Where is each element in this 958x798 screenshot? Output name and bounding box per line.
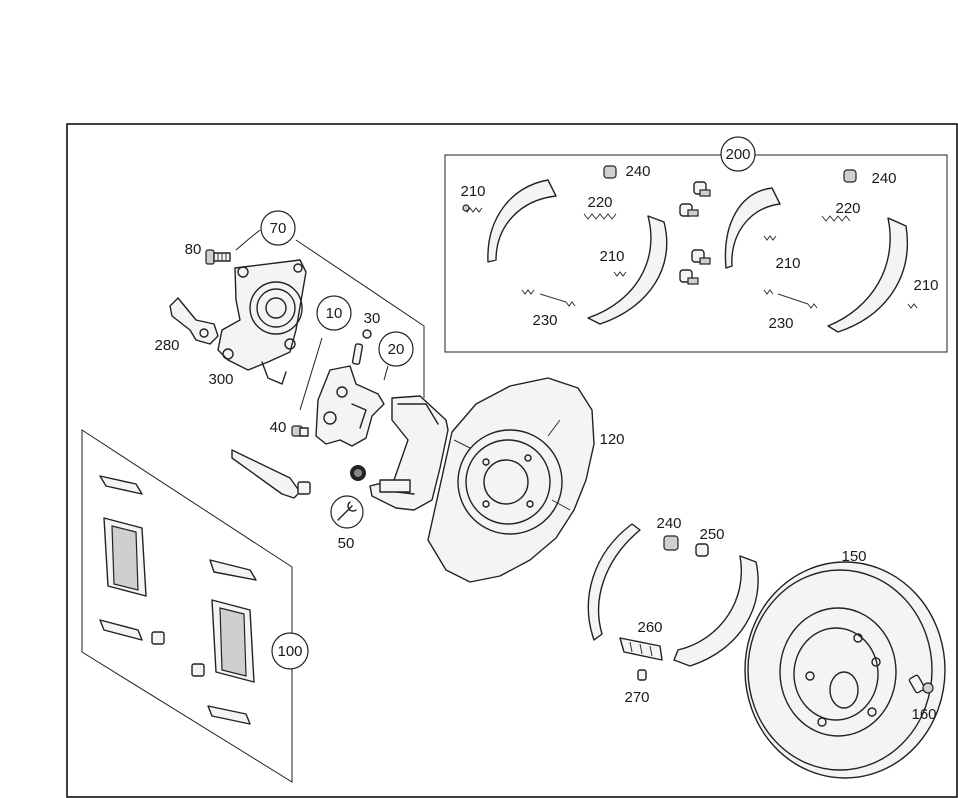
bolt-200-4 (679, 269, 699, 285)
wrench-icon (330, 495, 364, 529)
group-lines-20 (383, 365, 389, 381)
label-10: 10 (326, 305, 343, 322)
label-160: 160 (911, 706, 936, 723)
pad-spring-clips-2 (209, 559, 257, 581)
group-lines-70b (295, 239, 425, 398)
label-300: 300 (208, 371, 233, 388)
label-150: 150 (841, 548, 866, 565)
callout-circle-10 (316, 295, 352, 331)
shoe-200-a (487, 179, 557, 263)
label-50: 50 (338, 535, 355, 552)
splash-shield-120 (427, 377, 595, 583)
shoe-200-c (724, 187, 781, 269)
brake-disc-150 (744, 561, 946, 779)
bolt-40 (291, 425, 309, 437)
label-250: 250 (699, 526, 724, 543)
brake-pad-upper (103, 517, 147, 597)
grease-tube-50 (231, 449, 311, 499)
brake-pad-lower (211, 599, 255, 683)
pad-bolt-1 (151, 631, 165, 645)
bolt-80 (205, 249, 231, 265)
label-200: 200 (725, 146, 750, 163)
group-box-200 (444, 154, 948, 353)
bracket-280 (169, 297, 219, 345)
label-230-b: 230 (768, 315, 793, 332)
spring-210-a (462, 204, 483, 213)
callout-circle-20 (378, 331, 414, 367)
spring-210-d (907, 303, 918, 309)
pin-270 (637, 669, 647, 681)
nut-240-lower (663, 535, 679, 551)
bleed-screw-20 (351, 343, 364, 365)
spring-210-c (763, 235, 777, 241)
group-box-100 (81, 429, 293, 783)
label-210-c: 210 (775, 255, 800, 272)
callout-circle-100 (271, 632, 309, 670)
label-20: 20 (388, 341, 405, 358)
label-210-a: 210 (460, 183, 485, 200)
shoe-200-d (827, 217, 908, 333)
pad-bolt-2 (191, 663, 205, 677)
park-brake-shoe-lower-left (587, 523, 641, 641)
label-240-a: 240 (625, 163, 650, 180)
label-210-d: 210 (913, 277, 938, 294)
spring-210-b (613, 271, 627, 277)
spring-230-b (763, 289, 818, 309)
seal-ring (350, 465, 366, 481)
label-120: 120 (599, 431, 624, 448)
group-lines-10-20 (299, 337, 323, 411)
label-230-a: 230 (532, 312, 557, 329)
label-280: 280 (154, 337, 179, 354)
bleed-screw-30 (362, 329, 372, 339)
label-210-b: 210 (599, 248, 624, 265)
callout-circle-70 (260, 210, 296, 246)
caliper-10 (315, 365, 385, 447)
bolt-200-1 (693, 181, 711, 197)
spring-220-a (583, 213, 617, 220)
label-100: 100 (277, 643, 302, 660)
bolt-200-3 (691, 249, 711, 265)
label-240-c: 240 (656, 515, 681, 532)
nut-240-b (843, 169, 857, 183)
spring-230-a (521, 289, 576, 307)
adjuster-260 (619, 637, 663, 661)
caliper-carrier (369, 395, 449, 511)
pad-spring-clips-3 (99, 619, 143, 641)
label-260: 260 (637, 619, 662, 636)
label-220-a: 220 (587, 194, 612, 211)
label-80: 80 (185, 241, 202, 258)
label-270: 270 (624, 689, 649, 706)
label-30: 30 (364, 310, 381, 327)
label-40: 40 (270, 419, 287, 436)
label-70: 70 (270, 220, 287, 237)
group-lines-70 (235, 229, 261, 251)
nut-240-a (603, 165, 617, 179)
brake-anchor-300 (217, 259, 307, 385)
label-220-b: 220 (835, 200, 860, 217)
sleeve-250 (695, 543, 709, 557)
label-240-b: 240 (871, 170, 896, 187)
shoe-200-b (587, 215, 668, 325)
spring-220-b (821, 215, 851, 222)
bolt-160 (908, 674, 934, 694)
callout-circle-200 (720, 136, 756, 172)
diagram-frame (66, 123, 958, 798)
park-brake-shoe-lower-right (673, 555, 759, 667)
pad-spring-clips-1 (99, 475, 143, 495)
pad-spring-clips-4 (207, 705, 251, 725)
bolt-200-2 (679, 203, 699, 217)
